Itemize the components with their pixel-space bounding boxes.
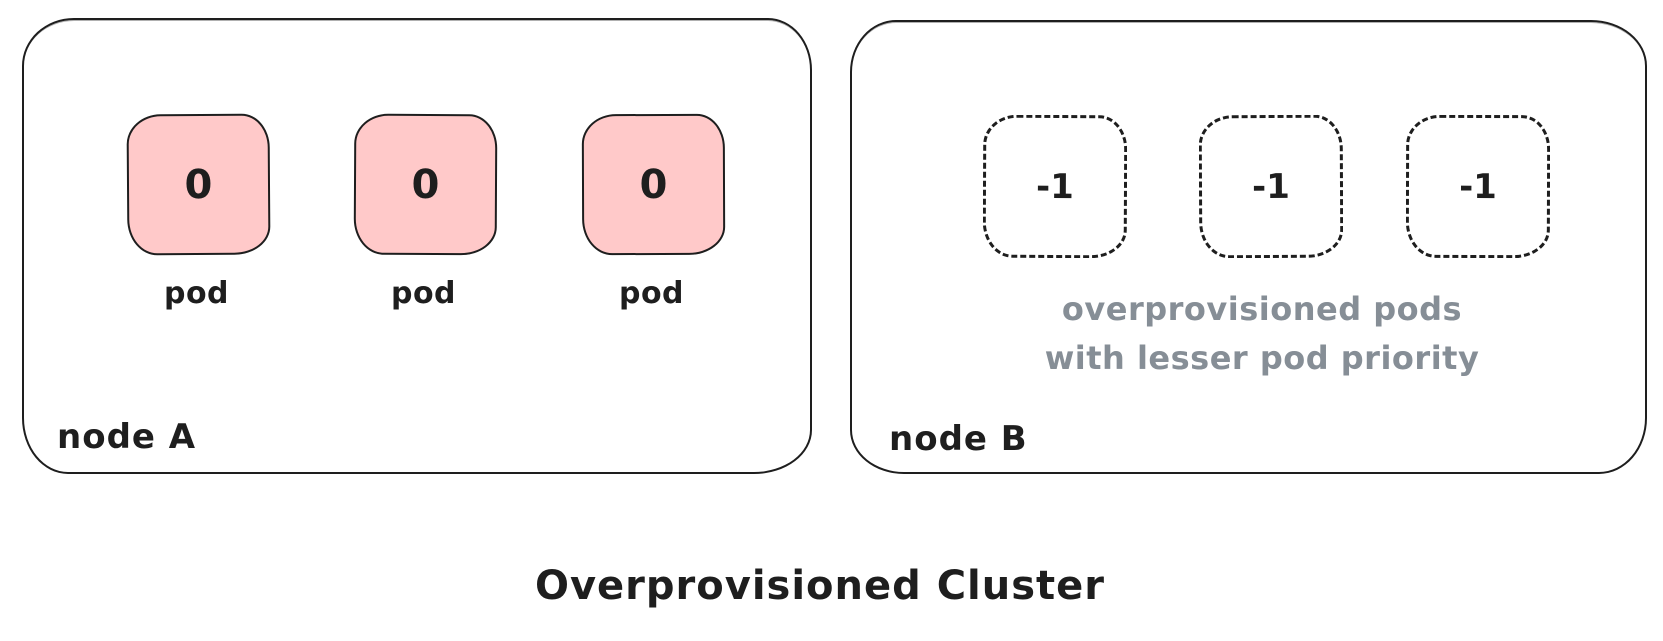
node-a-pod-2-shape: 0 xyxy=(353,113,498,256)
node-b-pod-1-priority: -1 xyxy=(1036,166,1074,207)
node-a-pod-1-label: pod xyxy=(163,276,230,311)
node-b-box: -1 -1 -1 overprovisioned pods with lesse… xyxy=(850,20,1647,474)
node-b-title: node B xyxy=(889,419,1028,459)
overprovisioned-pods-caption: overprovisioned pods with lesser pod pri… xyxy=(942,285,1582,383)
node-a-pod-2-priority: 0 xyxy=(411,161,440,208)
caption-line-2: with lesser pod priority xyxy=(1044,339,1480,377)
node-b-pod-2-priority: -1 xyxy=(1252,166,1290,207)
node-a-pod-3-label: pod xyxy=(618,276,685,311)
node-a-pod-2-label: pod xyxy=(390,276,457,311)
node-a-pod-3-shape: 0 xyxy=(581,113,726,256)
node-b-pod-3-priority: -1 xyxy=(1459,166,1497,207)
caption-line-1: overprovisioned pods xyxy=(1061,290,1463,328)
node-a-title: node A xyxy=(57,417,197,457)
node-b-overprovisioned-pod-2-shape: -1 xyxy=(1198,114,1344,259)
diagram-title: Overprovisioned Cluster xyxy=(534,563,1106,609)
node-a-pod-1-priority: 0 xyxy=(184,161,213,208)
node-b-overprovisioned-pod-1-shape: -1 xyxy=(982,114,1128,259)
node-b-overprovisioned-pod-3-shape: -1 xyxy=(1405,114,1551,259)
node-a-box: 0 0 0 pod pod pod node A xyxy=(22,18,812,474)
node-a-pod-3-priority: 0 xyxy=(639,161,668,208)
node-a-pod-1-shape: 0 xyxy=(126,113,271,256)
